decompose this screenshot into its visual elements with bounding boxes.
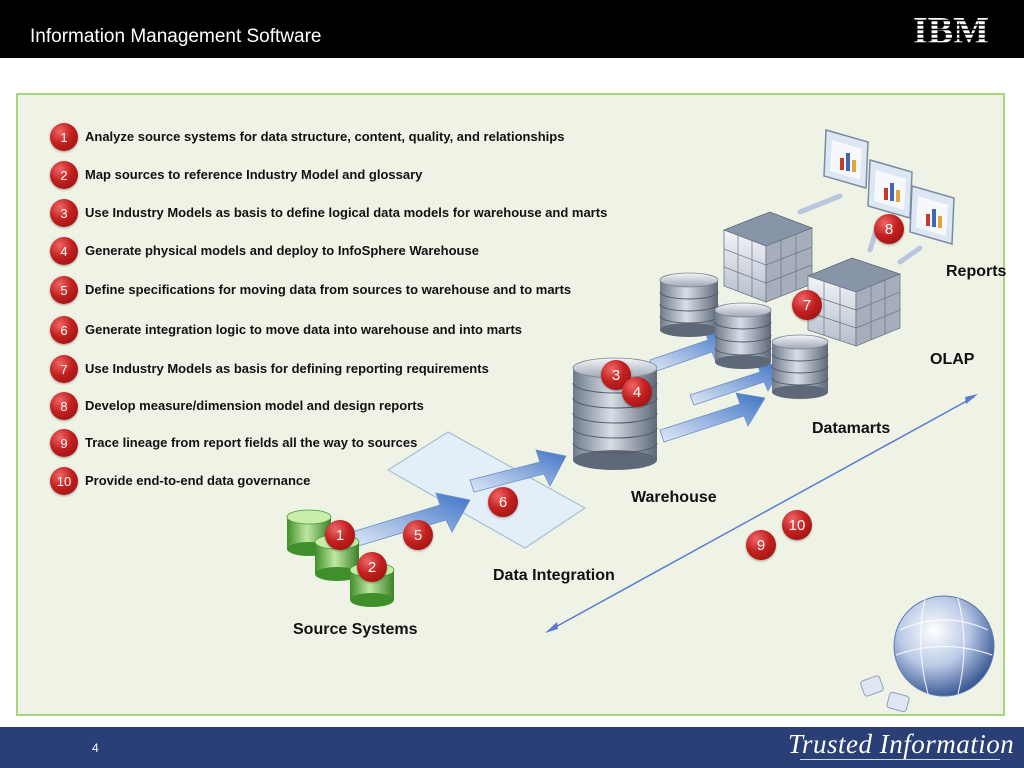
- lineage-arrow: [545, 394, 978, 633]
- step-7: 7 Use Industry Models as basis for defin…: [50, 355, 670, 385]
- step-2: 2 Map sources to reference Industry Mode…: [50, 161, 670, 191]
- step-number-badge: 2: [50, 161, 78, 189]
- step-number-badge: 4: [50, 237, 78, 265]
- step-text: Trace lineage from report fields all the…: [85, 435, 418, 450]
- datamart-cylinders: [659, 272, 829, 399]
- step-text: Define specifications for moving data fr…: [85, 282, 572, 297]
- label-source-systems: Source Systems: [293, 621, 418, 638]
- label-olap: OLAP: [930, 351, 975, 368]
- step-3: 3 Use Industry Models as basis to define…: [50, 199, 670, 229]
- step-text: Use Industry Models as basis for definin…: [85, 361, 489, 376]
- footer-bar: [0, 727, 1024, 768]
- step-text: Generate physical models and deploy to I…: [85, 243, 479, 258]
- step-text: Generate integration logic to move data …: [85, 322, 523, 337]
- flow-arrows: [351, 328, 783, 547]
- step-6: 6 Generate integration logic to move dat…: [50, 316, 670, 346]
- report-monitors: [797, 129, 955, 265]
- step-number-badge: 8: [50, 392, 78, 420]
- label-datamarts: Datamarts: [812, 420, 891, 437]
- data-integration-sheet: [386, 431, 587, 549]
- step-number-badge: 7: [50, 355, 78, 383]
- trusted-information-tagline: Trusted Information: [788, 729, 1015, 759]
- step-text: Develop measure/dimension model and desi…: [85, 398, 424, 413]
- puzzle-globe-icon: [860, 595, 995, 713]
- diagram-marker-9: 9: [746, 530, 776, 560]
- step-4: 4 Generate physical models and deploy to…: [50, 237, 670, 267]
- step-number-badge: 5: [50, 276, 78, 304]
- step-number-badge: 3: [50, 199, 78, 227]
- diagram-marker-10: 10: [782, 510, 812, 540]
- step-text: Analyze source systems for data structur…: [85, 129, 565, 144]
- step-number-badge: 1: [50, 123, 78, 151]
- page-number: 4: [92, 741, 99, 755]
- step-number-badge: 9: [50, 429, 78, 457]
- diagram-marker-2: 2: [357, 552, 387, 582]
- diagram-marker-4: 4: [622, 377, 652, 407]
- step-text: Use Industry Models as basis to define l…: [85, 205, 608, 220]
- tagline-underline: [800, 759, 1000, 760]
- diagram-marker-5: 5: [403, 520, 433, 550]
- diagram-marker-1: 1: [325, 520, 355, 550]
- step-8: 8 Develop measure/dimension model and de…: [50, 392, 670, 422]
- label-warehouse: Warehouse: [631, 489, 717, 506]
- label-data-integration: Data Integration: [493, 567, 615, 584]
- header-bar: Information Management Software IBM: [0, 0, 1024, 58]
- step-9: 9 Trace lineage from report fields all t…: [50, 429, 670, 459]
- ibm-logo: IBM: [908, 10, 994, 50]
- step-number-badge: 6: [50, 316, 78, 344]
- step-text: Map sources to reference Industry Model …: [85, 167, 423, 182]
- olap-cubes: [722, 211, 902, 347]
- step-number-badge: 10: [50, 467, 78, 495]
- step-10: 10 Provide end-to-end data governance: [50, 467, 670, 497]
- diagram-marker-6: 6: [488, 487, 518, 517]
- step-5: 5 Define specifications for moving data …: [50, 276, 670, 306]
- diagram-marker-8: 8: [874, 214, 904, 244]
- diagram-marker-7: 7: [792, 290, 822, 320]
- step-1: 1 Analyze source systems for data struct…: [50, 123, 670, 153]
- step-text: Provide end-to-end data governance: [85, 473, 311, 488]
- label-reports: Reports: [946, 263, 1007, 280]
- header-title: Information Management Software: [30, 26, 322, 47]
